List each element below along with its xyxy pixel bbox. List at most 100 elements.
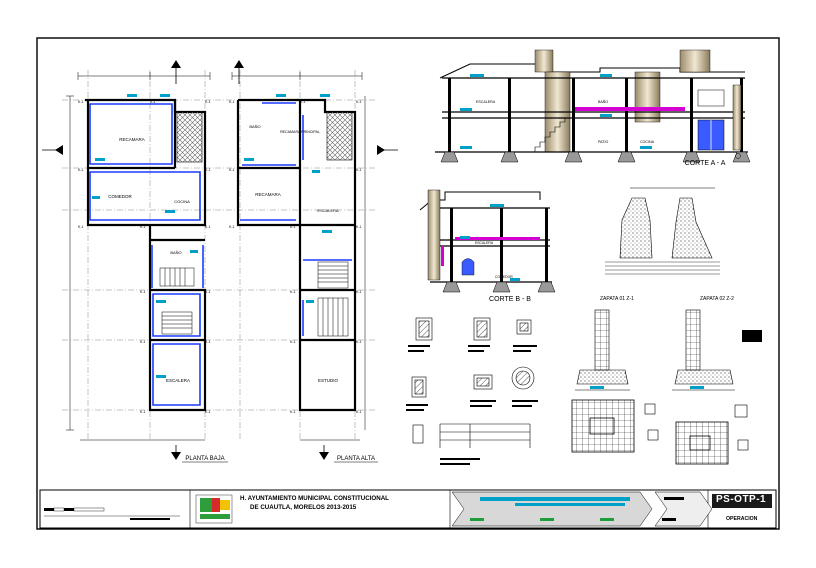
bb-columns (450, 208, 548, 282)
ground-room-bano: BAÑO (170, 250, 181, 255)
svg-text:K-1: K-1 (205, 340, 211, 344)
sheet-label: OPERACION (726, 516, 758, 522)
sheet-border-outer (36, 37, 780, 530)
svg-text:K-1: K-1 (356, 225, 362, 229)
footing-b (671, 197, 713, 259)
svg-text:K-1: K-1 (229, 225, 235, 229)
svg-text:K-1: K-1 (150, 100, 156, 104)
aa-level-tags (460, 74, 652, 149)
svg-text:K-1: K-1 (205, 100, 211, 104)
upper-room-escalera: ESCALERA (317, 208, 339, 213)
ground-walls (85, 98, 207, 412)
ground-walls-blue (89, 103, 204, 406)
zapata-z1-title: ZAPATA 01 Z-1 (600, 296, 634, 302)
ground-room-escalera: ESCALERA (166, 378, 190, 383)
svg-text:K-1: K-1 (78, 100, 84, 104)
upper-walls (236, 98, 357, 412)
client-line-2: DE CUAUTLA, MORELOS 2013-2015 (250, 504, 357, 511)
svg-text:K-1: K-1 (140, 225, 146, 229)
title-block (39, 489, 777, 529)
bb-label-comedor: COMEDOR (495, 275, 513, 279)
aa-label-escalera: ESCALERA (476, 100, 496, 104)
aa-water-tank-2 (679, 49, 711, 73)
footing-sections-top (605, 187, 720, 275)
title-chevron (654, 491, 713, 527)
upper-section-markers (234, 60, 398, 460)
zapata-z2-title: ZAPATA 02 Z-2 (700, 296, 734, 302)
svg-text:K-1: K-1 (290, 410, 296, 414)
svg-text:K-1: K-1 (205, 290, 211, 294)
municipal-seal-icon (195, 494, 233, 524)
ground-dimension-lines (66, 72, 211, 441)
svg-text:K-1: K-1 (300, 100, 306, 104)
aa-magenta-band (575, 107, 685, 111)
svg-text:K-1: K-1 (205, 168, 211, 172)
ground-section-markers (42, 60, 181, 460)
svg-text:K-1: K-1 (356, 290, 362, 294)
upper-stair (317, 261, 349, 337)
svg-text:K-1: K-1 (140, 410, 146, 414)
zapata-z1: ZAPATA 01 Z-1 (575, 296, 634, 391)
column-detail-notes (406, 345, 538, 465)
bb-arch-window (461, 258, 475, 276)
bb-section-title: CORTE B - B (489, 296, 531, 303)
aa-cistern-2 (634, 71, 661, 123)
upper-room-estudio: ESTUDIO (318, 378, 339, 383)
svg-text:K-1: K-1 (229, 168, 235, 172)
svg-text:K-1: K-1 (290, 225, 296, 229)
aa-label-cocina: COCINA (640, 140, 655, 144)
aa-stair (534, 118, 566, 152)
client-line-1: H. AYUNTAMIENTO MUNICIPAL CONSTITUCIONAL (240, 495, 389, 502)
aa-columns (448, 78, 743, 152)
ground-stair (159, 267, 195, 335)
bb-magenta-side (441, 246, 444, 266)
ground-bath-hatch (176, 111, 203, 163)
zapata-z2: ZAPATA 02 Z-2 (672, 296, 762, 391)
ground-room-recamara: RECAMARA (119, 137, 145, 142)
svg-text:K-1: K-1 (356, 410, 362, 414)
sheet-code-box (712, 494, 772, 508)
svg-text:K-1: K-1 (78, 168, 84, 172)
aa-window-upper (697, 89, 725, 107)
title-block-text: H. AYUNTAMIENTO MUNICIPAL CONSTITUCIONAL… (40, 490, 776, 528)
svg-text:K-1: K-1 (205, 410, 211, 414)
svg-text:K-1: K-1 (140, 340, 146, 344)
aa-label-patio: PATIO (598, 140, 608, 144)
ground-tags (92, 94, 198, 378)
bb-tank (427, 189, 441, 281)
section-bb: ESCALERA COMEDOR CORTE B - B (419, 189, 556, 303)
upper-room-recamara: RECAMARA (255, 192, 281, 197)
upper-walls-blue (240, 102, 352, 336)
svg-text:K-1: K-1 (356, 340, 362, 344)
footing-a (619, 197, 653, 259)
ground-room-comedor: COMEDOR (108, 194, 132, 199)
upper-bath-hatch (326, 111, 353, 161)
aa-wall-right (732, 84, 742, 151)
bb-level-tags (460, 204, 520, 281)
ground-plan-title: PLANTA BAJA (185, 456, 224, 462)
svg-text:K-1: K-1 (229, 100, 235, 104)
bb-footings (442, 281, 556, 293)
zapata-plan-grids (571, 399, 749, 465)
aa-footings (440, 151, 751, 163)
aa-title-marker (735, 153, 741, 159)
bb-label-escalera: ESCALERA (475, 241, 494, 245)
scale-bar (44, 507, 180, 520)
aa-label-bano: BAÑO (598, 99, 608, 104)
upper-dimension-lines (231, 72, 366, 441)
svg-text:K-1: K-1 (356, 100, 362, 104)
column-details (411, 317, 535, 448)
upper-plan-title: PLANTA ALTA (337, 456, 375, 462)
ground-room-cocina: COCINA (174, 199, 190, 204)
svg-text:K-1: K-1 (290, 290, 296, 294)
svg-text:K-1: K-1 (78, 225, 84, 229)
aa-water-tank-1 (534, 49, 554, 73)
svg-text:K-1: K-1 (290, 340, 296, 344)
sheet-code: PS-OTP-1 (716, 494, 767, 505)
svg-text:K-1: K-1 (356, 168, 362, 172)
